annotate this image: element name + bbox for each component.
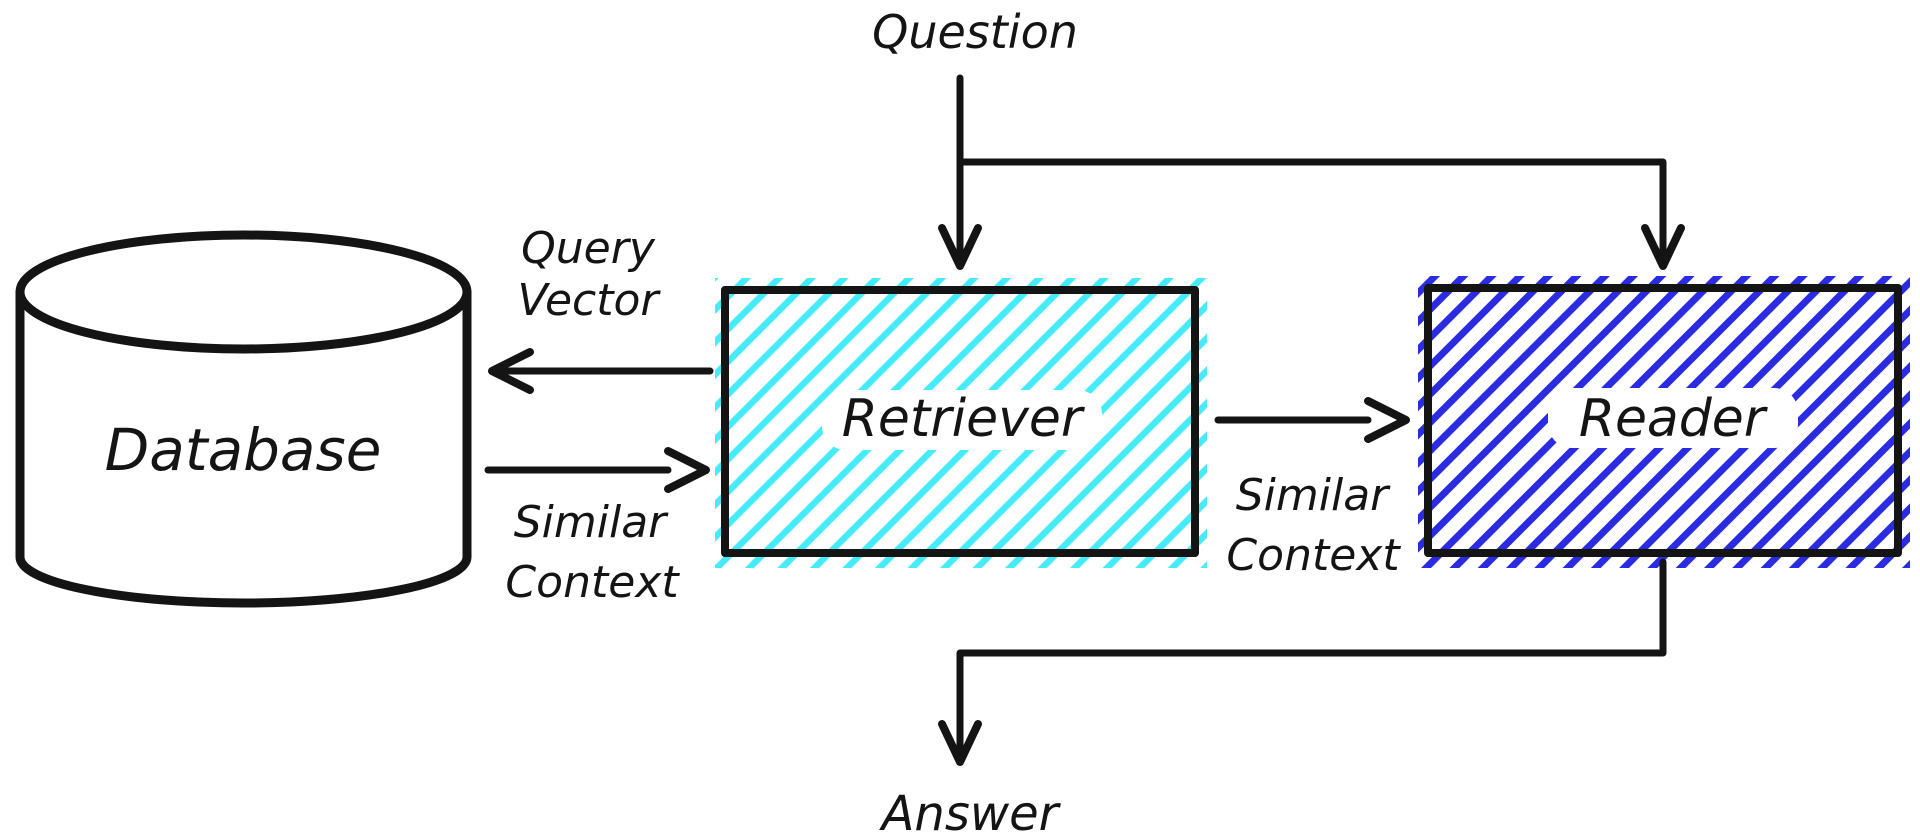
retriever-node: Retriever — [715, 278, 1207, 568]
similar-context-right-label-line1: Similar — [1236, 470, 1391, 521]
retriever-to-database-arrowhead — [488, 348, 534, 394]
database-to-retriever-arrowhead — [664, 447, 710, 493]
database-cylinder-top — [15, 230, 472, 354]
answer-edge: Answer — [879, 558, 1667, 840]
reader-node: Reader — [1418, 276, 1910, 568]
retriever-to-reader-arrowhead — [1364, 397, 1410, 443]
similar-context-left-label-line2: Context — [505, 557, 680, 608]
question-to-retriever-arrowhead — [938, 224, 982, 270]
question-to-reader-arrowhead — [1641, 224, 1685, 270]
reader-border — [1424, 284, 1902, 557]
question-label: Question — [872, 5, 1078, 59]
retriever-label: Retriever — [842, 389, 1086, 449]
similar-context-left-label-line1: Similar — [514, 497, 669, 548]
reader-to-answer-arrow-stem — [956, 558, 1667, 756]
query-vector-label-line1: Query — [521, 223, 656, 274]
retriever-border — [721, 286, 1199, 557]
question-to-reader-arrow-stem — [956, 158, 1667, 262]
reader-to-answer-arrowhead — [938, 720, 982, 766]
database-node: Database — [15, 230, 472, 608]
reader-label: Reader — [1579, 389, 1769, 449]
retriever-reader-edge: Similar Context — [1214, 397, 1410, 581]
database-label: Database — [105, 416, 382, 484]
question-edges: Question — [872, 5, 1685, 270]
retriever-label-halo — [822, 390, 1102, 450]
database-cylinder-body — [15, 287, 472, 608]
retriever-database-edges: Query Vector Similar Context — [484, 223, 714, 608]
answer-label: Answer — [879, 786, 1062, 840]
similar-context-right-label-line2: Context — [1226, 530, 1401, 581]
query-vector-label-line2: Vector — [517, 275, 661, 326]
reader-label-halo — [1548, 388, 1798, 448]
